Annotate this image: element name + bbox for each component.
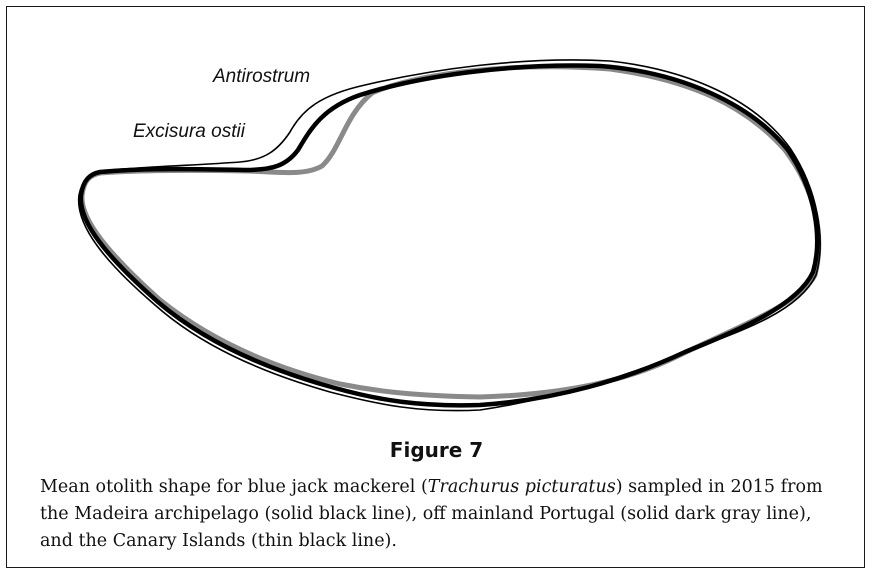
antirostrum-label: Antirostrum xyxy=(213,66,310,88)
caption-text-before: Mean otolith shape for blue jack mackere… xyxy=(40,477,428,497)
figure-title: Figure 7 xyxy=(0,438,873,462)
portugal-outline xyxy=(82,67,819,397)
canary-outline xyxy=(79,60,820,411)
madeira-outline xyxy=(81,66,817,406)
figure-caption: Mean otolith shape for blue jack mackere… xyxy=(40,474,840,555)
excisura-ostii-label: Excisura ostii xyxy=(133,121,245,143)
caption-species: Trachurus picturatus xyxy=(428,477,616,497)
